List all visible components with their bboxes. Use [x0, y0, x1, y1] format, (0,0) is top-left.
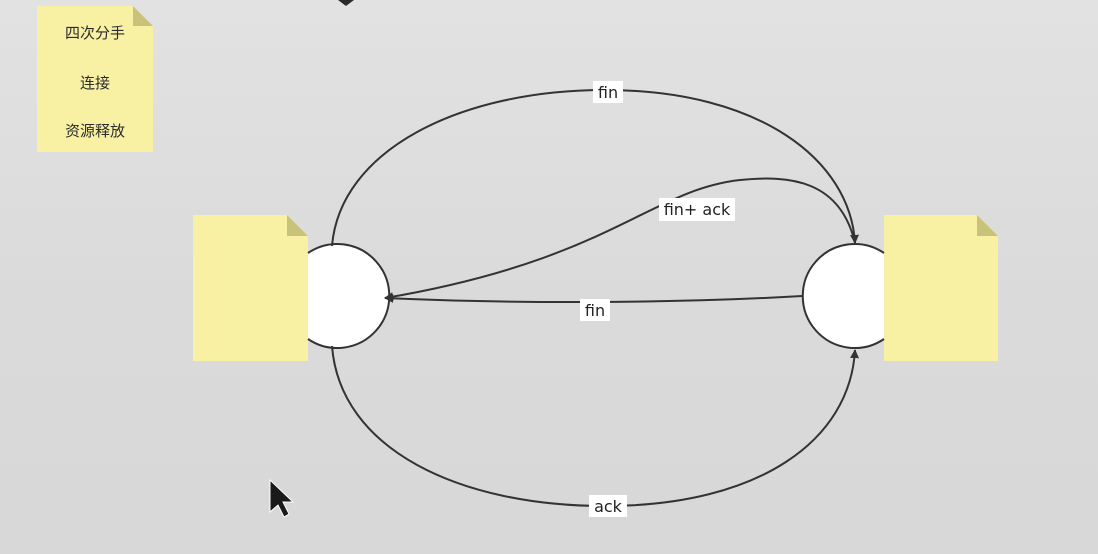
- label-fin-top-text: fin: [598, 83, 618, 102]
- edge-fin-top: [331, 88, 859, 247]
- label-fin-middle-text: fin: [585, 301, 605, 320]
- sticky-note-line-1: 四次分手: [64, 24, 125, 42]
- right-document: [884, 215, 998, 361]
- label-fin-ack: fin+ ack: [659, 198, 735, 221]
- sticky-note-line-3: 资源释放: [64, 122, 125, 140]
- right-node: [801, 243, 885, 349]
- sticky-note: 四次分手 连接 资源释放: [37, 6, 153, 152]
- edge-ack-bottom: [331, 345, 860, 508]
- sticky-note-shape: [37, 6, 153, 152]
- sticky-note-line-2: 连接: [79, 74, 110, 92]
- label-fin-ack-text: fin+ ack: [664, 200, 731, 219]
- mouse-cursor-icon: [269, 478, 295, 518]
- label-ack-bottom: ack: [589, 495, 627, 517]
- label-ack-bottom-text: ack: [594, 497, 623, 516]
- top-fragment-icon: [338, 0, 354, 6]
- edge-fin-ack: [384, 177, 856, 302]
- left-document: [193, 215, 308, 361]
- label-fin-middle: fin: [580, 299, 610, 321]
- edge-fin-middle: [384, 293, 803, 304]
- label-fin-top: fin: [593, 81, 623, 103]
- left-node: [307, 243, 391, 349]
